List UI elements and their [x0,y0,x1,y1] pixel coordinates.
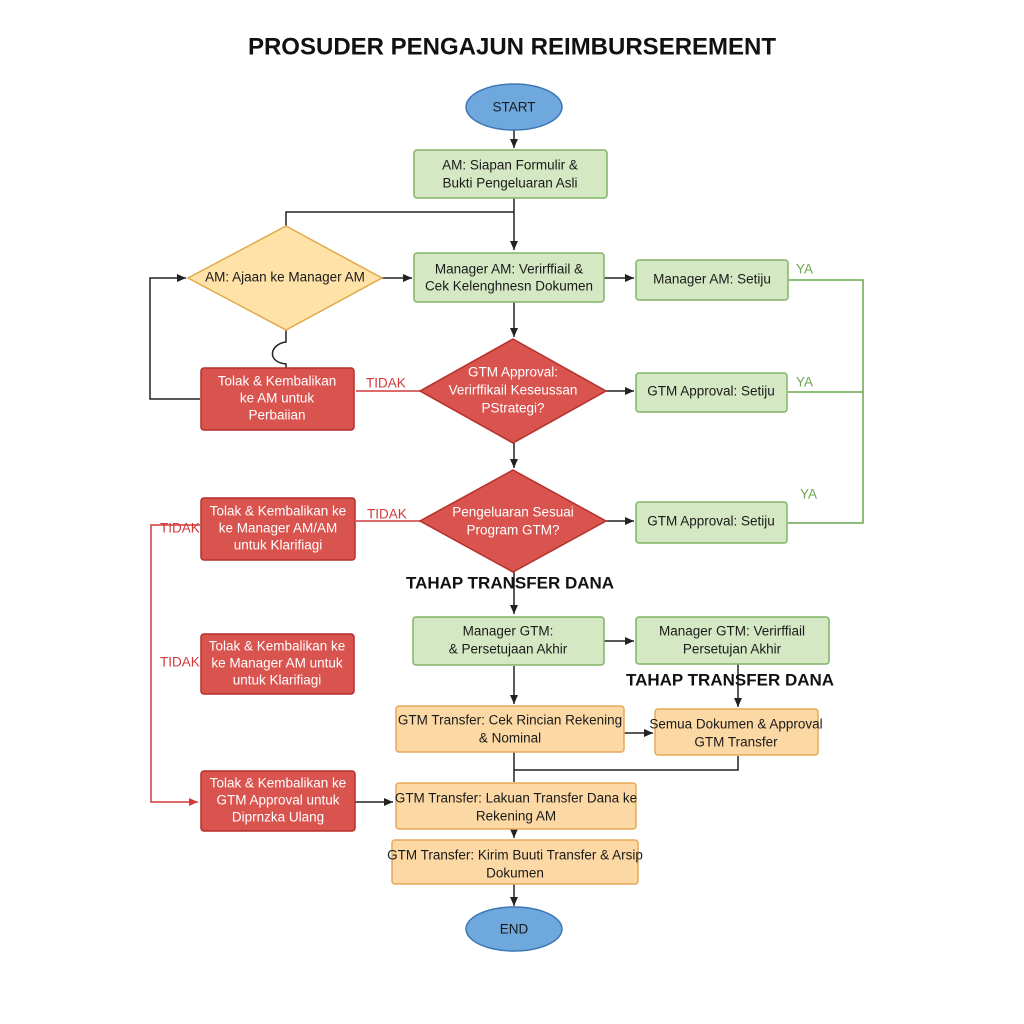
reject-box-4: Tolak & Kembalikan ke GTM Approval untuk… [200,770,356,832]
step-line: GTM Transfer: Cek Rincian Rekening [398,713,622,728]
diagram-title: PROSUDER PENGAJUN REIMBURSEREMENT [248,33,776,60]
step-manager-gtm-final: Manager GTM: & Persetujaan Akhir [412,616,605,666]
end-label: END [500,922,529,937]
step-line: GTM Transfer: Kirim Buuti Transfer & Ars… [387,848,643,863]
step-line: Manager GTM: Verirffiail [659,624,805,639]
decision-label: AM: Ajaan ke Manager AM [205,270,365,285]
step-line: GTM Transfer [694,735,778,750]
edge-yes-bus [788,279,864,524]
reject-line: untuk Klarifiagi [234,538,323,553]
step-line: Manager AM: Setiju [653,272,771,287]
edge-left-loop [149,274,200,400]
reject-line: Diprnzka Ulang [232,810,324,825]
step-gtm-agree-2: GTM Approval: Setiju [635,501,788,544]
edge-label-no: TIDAK [160,655,200,670]
step-gtm-agree-1: GTM Approval: Setiju [635,372,788,413]
reject-line: untuk Klarifiagi [233,673,322,688]
edge-label-yes: YA [800,487,817,502]
section-label-transfer: TAHAP TRANSFER DANA [626,670,834,689]
edge-label-no: TIDAK [366,376,406,391]
step-am-prepare: AM: Siapan Formulir & Bukti Pengeluaran … [413,149,608,199]
step-manager-verify: Manager AM: Verirffiail & Cek Kelenghnes… [413,252,605,303]
edge-label-yes: YA [796,262,813,277]
decision-gtm-strategy: GTM Approval: Verirffikail Keseussan PSt… [418,338,608,444]
step-line: Cek Kelenghnesn Dokumen [425,279,593,294]
step-line: & Persetujaan Akhir [449,642,568,657]
step-line: Manager GTM: [463,624,554,639]
decision-line: Program GTM? [466,523,559,538]
decision-line: GTM Approval: [468,365,558,380]
reject-line: Perbaiian [248,408,305,423]
step-line: Semua Dokumen & Approval [649,717,822,732]
reject-line: Tolak & Kembalikan ke [209,639,346,654]
step-manager-gtm-verify: Manager GTM: Verirffiail Persetujan Akhi… [635,616,830,665]
edge-alldocs-merge [514,756,739,771]
step-do-transfer: GTM Transfer: Lakuan Transfer Dana ke Re… [395,782,637,830]
edge-label-no: TIDAK [160,521,200,536]
step-all-documents: Semua Dokumen & Approval GTM Transfer [649,708,823,756]
step-transfer-check: GTM Transfer: Cek Rincian Rekening & Nom… [395,705,625,753]
step-line: GTM Approval: Setiju [647,514,775,529]
reject-line: GTM Approval untuk [216,793,339,808]
step-line: Bukti Pengeluaran Asli [442,176,577,191]
step-line: Persetujan Akhir [683,642,782,657]
edge-label-no: TIDAK [367,507,407,522]
decision-program-check: Pengeluaran Sesuai Program GTM? [418,469,608,573]
reject-line: ke Manager AM/AM [219,521,338,536]
reject-line: ke Manager AM untuk [211,656,343,671]
reject-line: Tolak & Kembalikan ke [210,776,347,791]
step-line: Dokumen [486,866,544,881]
end-terminal: END [465,906,563,952]
reject-box-2: Tolak & Kembalikan ke ke Manager AM/AM u… [200,497,356,561]
decision-am-submit: AM: Ajaan ke Manager AM [186,225,384,331]
step-line: GTM Approval: Setiju [647,384,775,399]
start-label: START [492,100,535,115]
decision-line: Verirffikail Keseussan [449,383,578,398]
step-line: Manager AM: Verirffiail & [435,262,583,277]
decision-line: PStrategi? [481,401,544,416]
edge-label-yes: YA [796,375,813,390]
reject-box-3: Tolak & Kembalikan ke ke Manager AM untu… [200,633,355,695]
edge-squiggle [271,330,287,368]
edge-top-loop [285,211,514,248]
step-send-proof: GTM Transfer: Kirim Buuti Transfer & Ars… [387,839,643,885]
edge-reject-loop [150,524,200,806]
section-label-transfer: TAHAP TRANSFER DANA [406,573,614,592]
step-line: GTM Transfer: Lakuan Transfer Dana ke [395,791,637,806]
step-line: Rekening AM [476,809,556,824]
step-line: AM: Siapan Formulir & [442,158,578,173]
reject-line: Tolak & Kembalikan [218,374,337,389]
step-line: & Nominal [479,731,541,746]
reject-box-1: Tolak & Kembalikan ke AM untuk Perbaiian [200,367,355,431]
reject-line: Tolak & Kembalikan ke [210,504,347,519]
decision-line: Pengeluaran Sesuai [452,505,574,520]
step-manager-agree: Manager AM: Setiju [635,259,789,301]
reject-line: ke AM untuk [240,391,315,406]
start-terminal: START [465,83,563,131]
